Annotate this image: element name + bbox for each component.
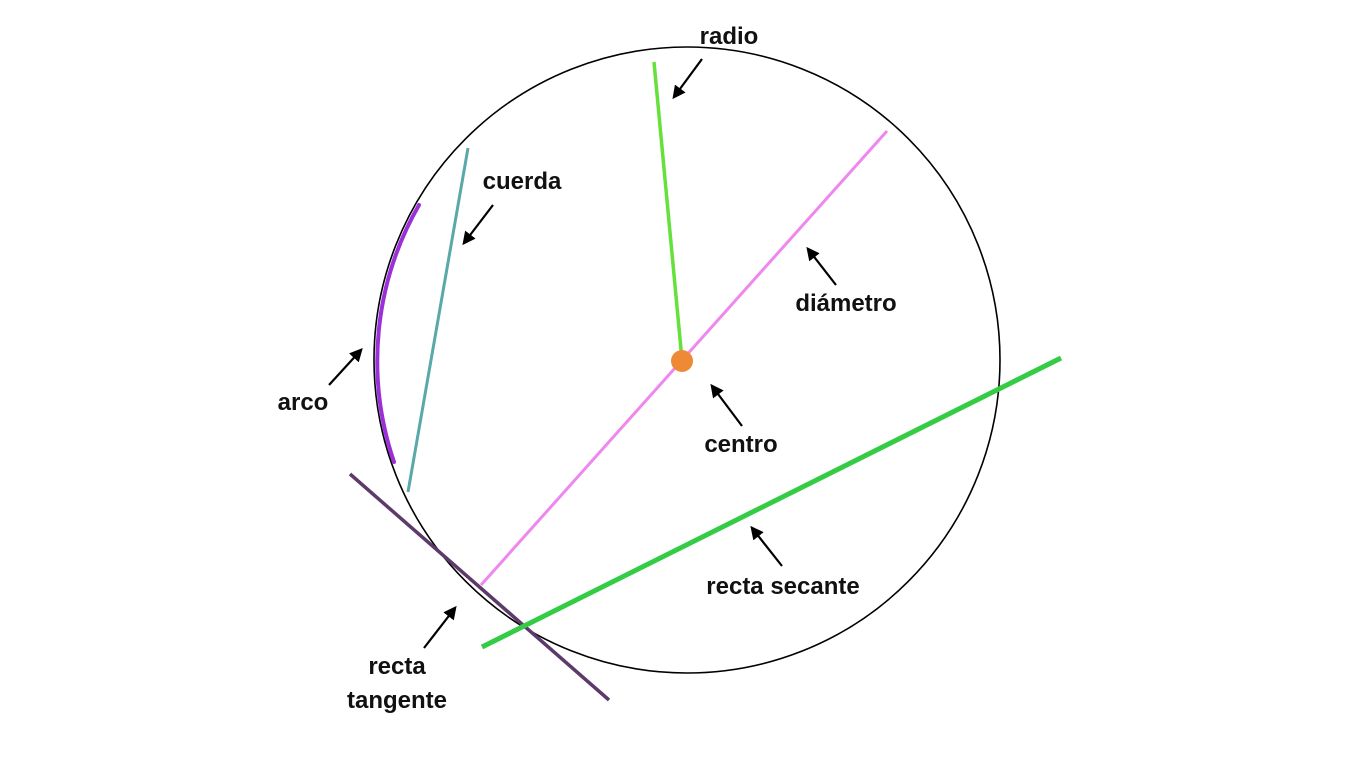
diametro-arrow xyxy=(806,246,837,286)
radio-arrow xyxy=(672,58,703,100)
label-recta-secante: recta secante xyxy=(706,573,859,600)
label-recta-tangente-line2: tangente xyxy=(347,687,447,714)
circle-outline xyxy=(373,46,1001,674)
tangente-arrow xyxy=(423,605,457,649)
secant-line xyxy=(480,355,1063,650)
label-radio: radio xyxy=(700,23,759,50)
tangent-line xyxy=(348,472,611,702)
radius-line xyxy=(652,61,684,361)
cuerda-arrow xyxy=(462,204,494,246)
chord-line xyxy=(406,147,470,493)
arco-arrow xyxy=(328,348,363,386)
centro-arrow xyxy=(710,383,743,427)
label-arco: arco xyxy=(278,389,329,416)
label-recta-tangente-line1: recta xyxy=(368,653,426,680)
secante-arrow xyxy=(750,525,783,567)
arc-segment xyxy=(375,203,421,464)
label-cuerda: cuerda xyxy=(483,168,562,195)
center-point xyxy=(671,350,693,372)
label-centro: centro xyxy=(704,431,777,458)
label-diametro: diámetro xyxy=(795,290,896,317)
